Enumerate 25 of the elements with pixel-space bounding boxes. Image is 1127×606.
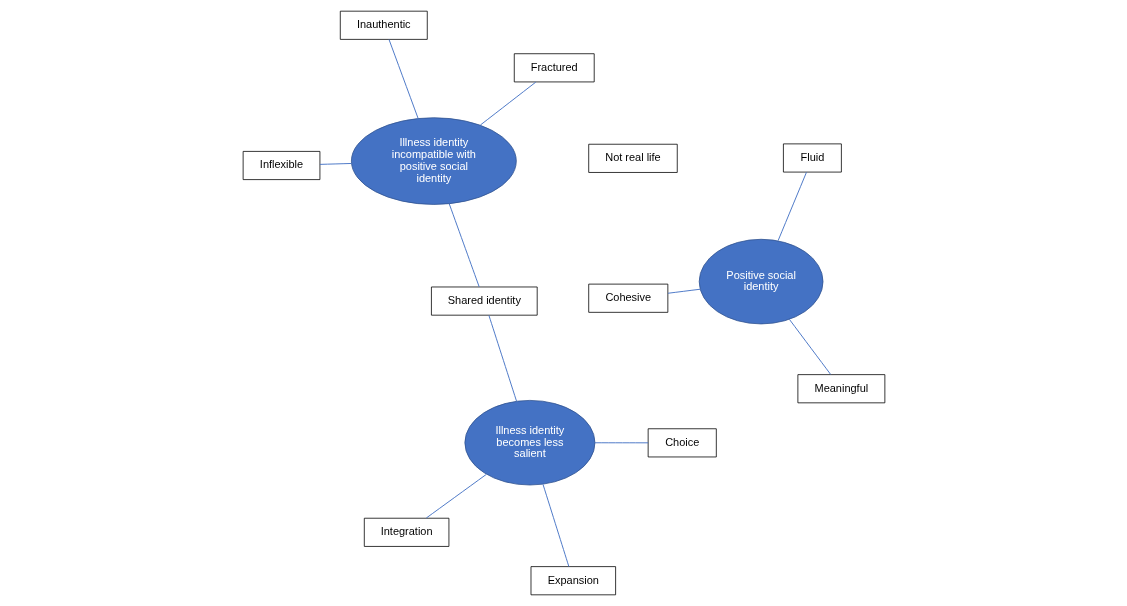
connector (388, 39, 419, 119)
node-box: Fractured (513, 53, 595, 83)
connector (425, 473, 487, 519)
node-box: Cohesive (587, 283, 668, 313)
node-ellipse: Illness identity incompatible with positive social identity (350, 117, 517, 205)
connector (788, 318, 831, 375)
node-box: Expansion (530, 566, 616, 596)
connector (448, 203, 480, 288)
connector (777, 171, 807, 242)
connector (479, 81, 536, 126)
node-box: Inauthentic (339, 10, 428, 40)
node-box: Choice (647, 428, 717, 458)
connector (318, 163, 352, 165)
connector (542, 484, 569, 568)
node-box: Meaningful (797, 374, 885, 404)
node-ellipse: Positive social identity (698, 238, 823, 325)
node-box: Inflexible (242, 151, 320, 180)
node-box: Not real life (587, 143, 678, 173)
connector (667, 288, 701, 294)
node-ellipse: Illness identity becomes less salient (464, 400, 595, 486)
node-box: Integration (363, 517, 449, 547)
connector (487, 314, 517, 402)
connector (594, 442, 649, 444)
node-box: Shared identity (430, 286, 538, 316)
node-box: Fluid (782, 143, 842, 173)
